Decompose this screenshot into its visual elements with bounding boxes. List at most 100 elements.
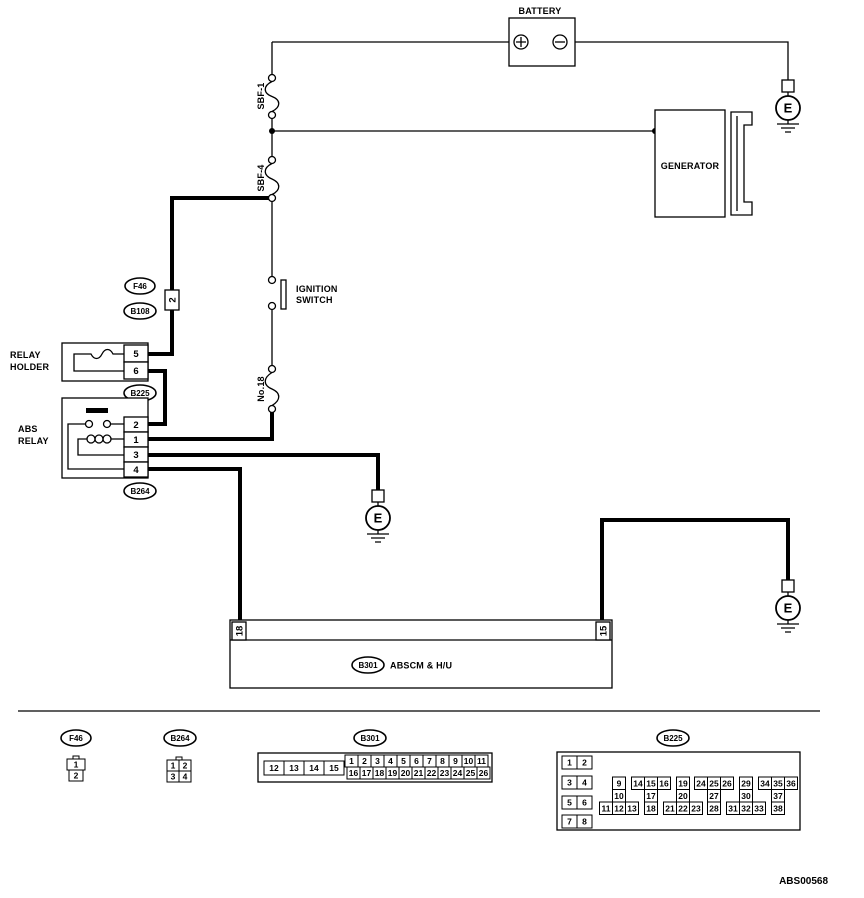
- battery-label: BATTERY: [519, 6, 562, 16]
- relay-coil-icon: [77, 434, 124, 456]
- thin-wires: [271, 41, 789, 366]
- relay-switch-wire: [67, 423, 124, 470]
- b301-pin-24: 24: [450, 766, 465, 780]
- b225-pin-7-number: 7: [567, 817, 572, 827]
- b301-pin-23-number: 23: [440, 768, 450, 778]
- ignition-switch: IGNITION SWITCH: [267, 275, 337, 311]
- b225-pin-30: 30: [739, 789, 753, 803]
- b225-pin-18-number: 18: [646, 803, 656, 813]
- diagram-code: ABS00568: [779, 876, 828, 887]
- b225-pin-23: 23: [689, 801, 703, 815]
- b225-pin-22: 22: [676, 801, 690, 815]
- b301-pin-6: 6: [409, 754, 424, 768]
- b301-pin-11: 11: [474, 754, 489, 768]
- fuse-icon: [264, 371, 280, 407]
- coil-turn: [86, 434, 96, 444]
- b225-pin-24: 24: [694, 776, 708, 790]
- fuse-label: SBF-1: [256, 82, 266, 109]
- b264-pin-3-number: 3: [171, 772, 176, 782]
- relay-holder-label-2: HOLDER: [10, 362, 49, 372]
- relay-holder-fuse-icon: [73, 348, 124, 372]
- connector-ref-b264: B264: [130, 487, 150, 496]
- b225-pin-37: 37: [771, 789, 785, 803]
- ground-icon: E: [365, 489, 391, 543]
- b225-pin-10-number: 10: [614, 791, 624, 801]
- wire-battery-negative: [575, 41, 789, 80]
- b225-pin-14-number: 14: [633, 778, 643, 788]
- b225-pin-29-number: 29: [741, 778, 751, 788]
- abscm-label: ABSCM & H/U: [390, 661, 452, 671]
- b301-pin-2: 2: [357, 754, 372, 768]
- junction-dot: [269, 128, 275, 134]
- b225-pin-8: 8: [576, 814, 593, 829]
- relay-holder-pin-number: 5: [133, 349, 139, 360]
- wire-abs-relay-pin-4-to-abscm-pin-18: [148, 467, 242, 622]
- b264-pin-4-box: [178, 770, 192, 783]
- b301-pin-11-number: 11: [477, 756, 486, 766]
- b225-pin-23-box: [689, 801, 703, 815]
- b225-pin-3-number: 3: [567, 778, 572, 788]
- relay-contact-icon: [86, 408, 108, 413]
- abscm-pin-number: 18: [235, 626, 246, 637]
- relay-contact-point: [102, 419, 112, 429]
- b301-pin-4: 4: [383, 754, 398, 768]
- terminal: [267, 155, 277, 165]
- terminal: [267, 364, 277, 374]
- wire-battery-positive: [271, 41, 509, 75]
- f46-pin-1-number: 1: [74, 760, 79, 770]
- b301-pin-16: 16: [346, 766, 361, 780]
- generator: GENERATOR: [654, 109, 753, 218]
- b301-pin-7: 7: [422, 754, 437, 768]
- b225-pin-18: 18: [644, 801, 658, 815]
- b301-pin-25-number: 25: [466, 768, 476, 778]
- ground-lead: [777, 92, 799, 133]
- pulley-outline: [730, 111, 753, 216]
- abs-relay-pin-number: 4: [133, 465, 139, 476]
- connector-pin-box: [164, 289, 180, 311]
- b225-pin-6: 6: [576, 795, 593, 810]
- wire-relay-holder-pin-6-to-abs-relay-pin-2: [148, 369, 167, 426]
- b301-pin-22-number: 22: [427, 768, 437, 778]
- ground-terminal: [781, 579, 795, 593]
- b301-pin-20: 20: [398, 766, 413, 780]
- b225-pin-25-number: 25: [709, 778, 719, 788]
- relay-coil-wire: [77, 438, 124, 456]
- b301-pin-4-number: 4: [388, 756, 393, 766]
- f46-pin-2-number: 2: [74, 771, 79, 781]
- b225-pin-8-number: 8: [582, 817, 587, 827]
- b225-pin-26-box: [720, 776, 734, 790]
- b301-pin-5: 5: [396, 754, 411, 768]
- b301-pin-24-number: 24: [453, 768, 463, 778]
- b225-pin-32-number: 32: [741, 803, 751, 813]
- b225-pin-5: 5: [561, 795, 578, 810]
- b301-pin-2-number: 2: [362, 756, 367, 766]
- b301-pin-6-number: 6: [414, 756, 419, 766]
- b225-pin-22-number: 22: [678, 803, 688, 813]
- terminal: [267, 275, 277, 285]
- b225-pin-16-box: [657, 776, 671, 790]
- b301-pin-17-number: 17: [362, 768, 372, 778]
- b301-pin-21: 21: [411, 766, 426, 780]
- b225-pin-36-box: [784, 776, 798, 790]
- legend-ref-oval: [163, 729, 197, 747]
- b225-pin-19: 19: [676, 776, 690, 790]
- b225-pin-9: 9: [612, 776, 626, 790]
- b225-pin-25: 25: [707, 776, 721, 790]
- fuse-label: SBF-4: [256, 164, 266, 191]
- battery-negative-terminal-icon: [552, 34, 568, 50]
- b225-pin-15: 15: [644, 776, 658, 790]
- switch-icon: [280, 279, 287, 310]
- terminal: [267, 301, 277, 311]
- abs-relay-label-2: RELAY: [18, 436, 49, 446]
- legend-ref-b264: B264: [170, 734, 190, 743]
- connector-ref-b108: B108: [130, 307, 150, 316]
- b225-pin-34: 34: [758, 776, 772, 790]
- b225-pin-20-number: 20: [678, 791, 688, 801]
- b301-pin-3: 3: [370, 754, 385, 768]
- b301-pin-15-box: [323, 760, 345, 776]
- b225-pin-33-box: [752, 801, 766, 815]
- b225-pin-4: 4: [576, 775, 593, 790]
- terminal: [267, 193, 277, 203]
- b225-pin-19-number: 19: [678, 778, 688, 788]
